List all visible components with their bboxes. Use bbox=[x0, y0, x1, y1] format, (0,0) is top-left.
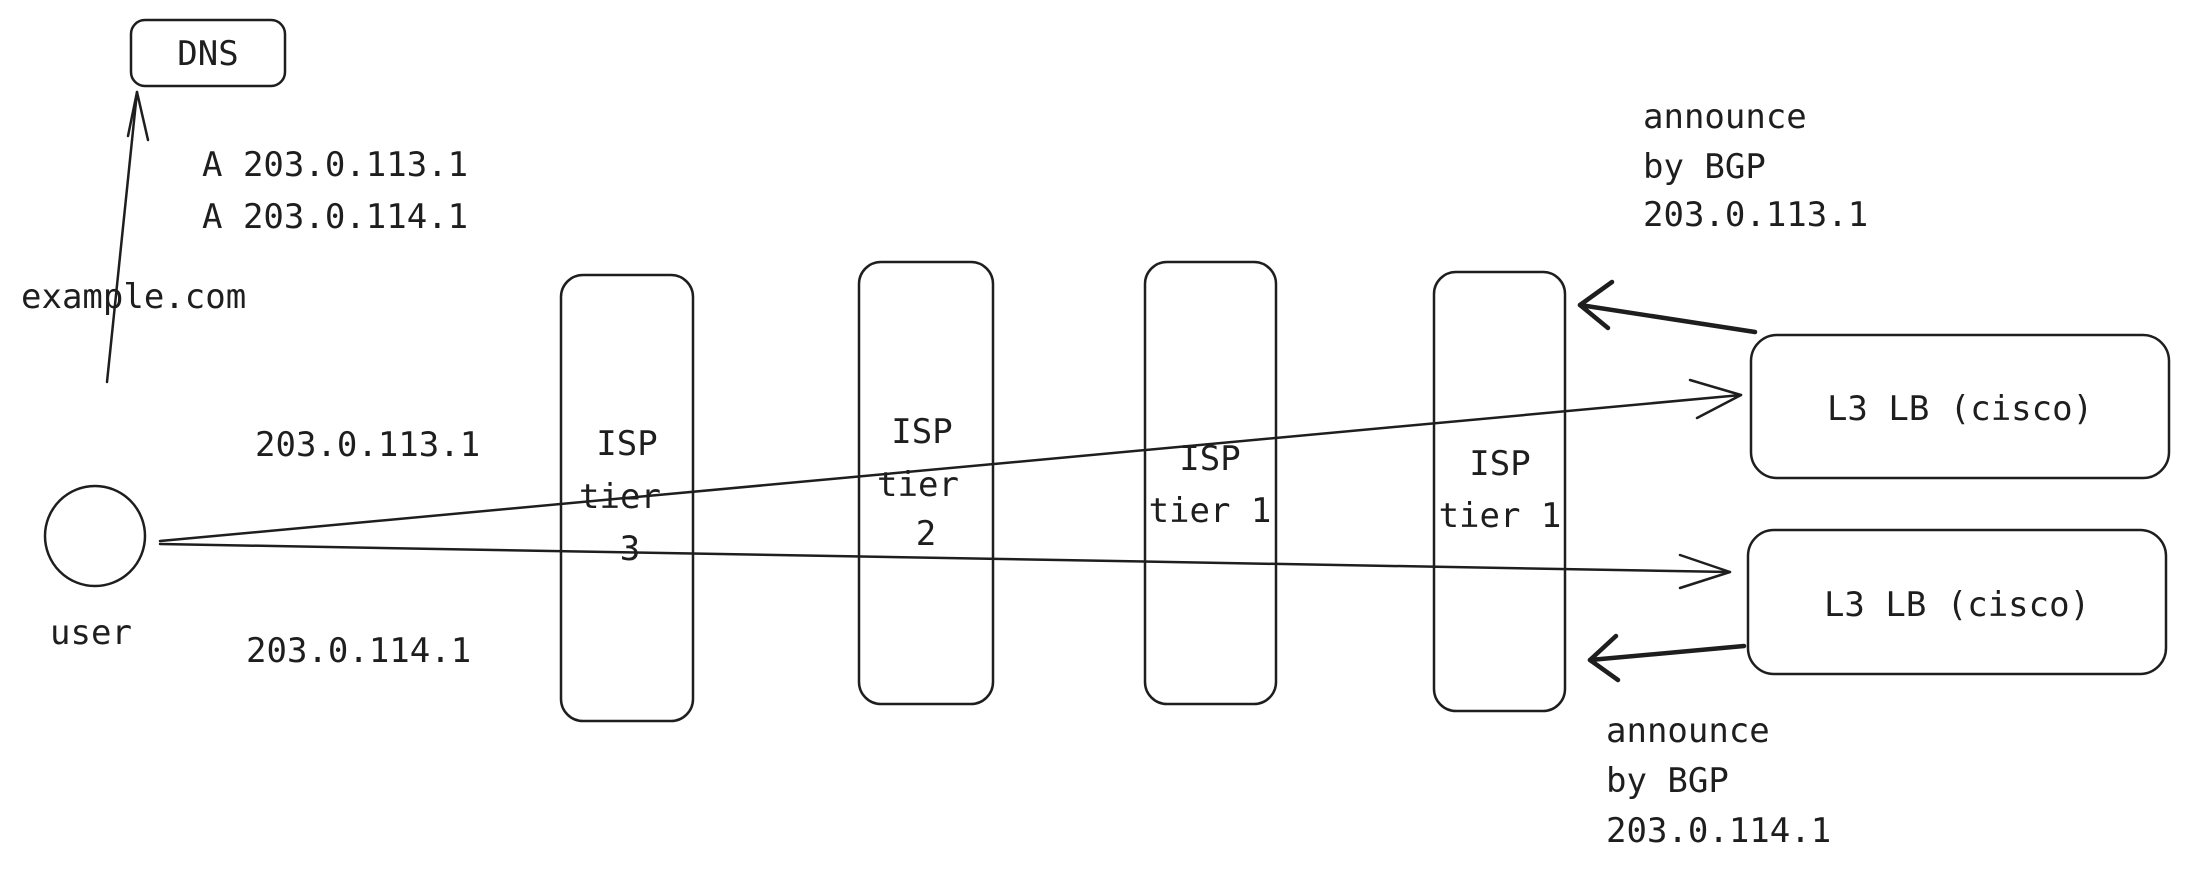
isp-label: 3 bbox=[620, 529, 640, 569]
announce-label-2: announce by BGP 203.0.114.1 bbox=[1606, 711, 1831, 851]
isp-label: 2 bbox=[916, 514, 936, 554]
announce-line: announce bbox=[1643, 97, 1807, 137]
dns-record-1: A 203.0.113.1 bbox=[202, 145, 468, 185]
isp-label: tier 1 bbox=[1149, 491, 1272, 531]
isp-tier-1a: ISP tier 1 bbox=[1143, 260, 1278, 706]
lower-route-ip: 203.0.114.1 bbox=[246, 631, 471, 671]
lb-label: L3 LB (cisco) bbox=[1824, 585, 2090, 625]
announce-label-1: announce by BGP 203.0.113.1 bbox=[1643, 97, 1868, 235]
route-lower bbox=[158, 542, 1732, 590]
isp-label: ISP bbox=[1469, 444, 1530, 484]
isp-label: tier bbox=[579, 477, 661, 517]
isp-tier-1b: ISP tier 1 bbox=[1432, 270, 1567, 713]
isp-label: tier 1 bbox=[1439, 496, 1562, 536]
isp-tier-3: ISP tier 3 bbox=[559, 273, 695, 723]
user-label: user bbox=[50, 613, 132, 653]
upper-route-ip: 203.0.113.1 bbox=[255, 425, 480, 465]
dns-record-2: A 203.0.114.1 bbox=[202, 197, 468, 237]
load-balancer-2: L3 LB (cisco) bbox=[1746, 528, 2168, 676]
lb-label: L3 LB (cisco) bbox=[1827, 389, 2093, 429]
dns-query-arrow bbox=[105, 90, 150, 384]
announce-line: 203.0.113.1 bbox=[1643, 195, 1868, 235]
announce-line: announce bbox=[1606, 711, 1770, 751]
bgp-announce-arrow-1 bbox=[1577, 279, 1758, 335]
announce-line: by BGP bbox=[1606, 761, 1729, 801]
dns-node: DNS bbox=[129, 18, 287, 88]
isp-tier-2: ISP tier 2 bbox=[857, 260, 995, 706]
query-label: example.com bbox=[21, 277, 246, 317]
isp-label: ISP bbox=[1179, 439, 1240, 479]
announce-line: 203.0.114.1 bbox=[1606, 811, 1831, 851]
isp-label: tier bbox=[877, 465, 959, 505]
isp-label: ISP bbox=[596, 424, 657, 464]
isp-label: ISP bbox=[891, 412, 952, 452]
dns-label: DNS bbox=[177, 34, 238, 74]
user-node: user bbox=[43, 484, 147, 653]
announce-line: by BGP bbox=[1643, 147, 1766, 187]
route-upper bbox=[158, 378, 1743, 543]
bgp-announce-arrow-2 bbox=[1587, 633, 1747, 683]
load-balancer-1: L3 LB (cisco) bbox=[1749, 333, 2171, 480]
